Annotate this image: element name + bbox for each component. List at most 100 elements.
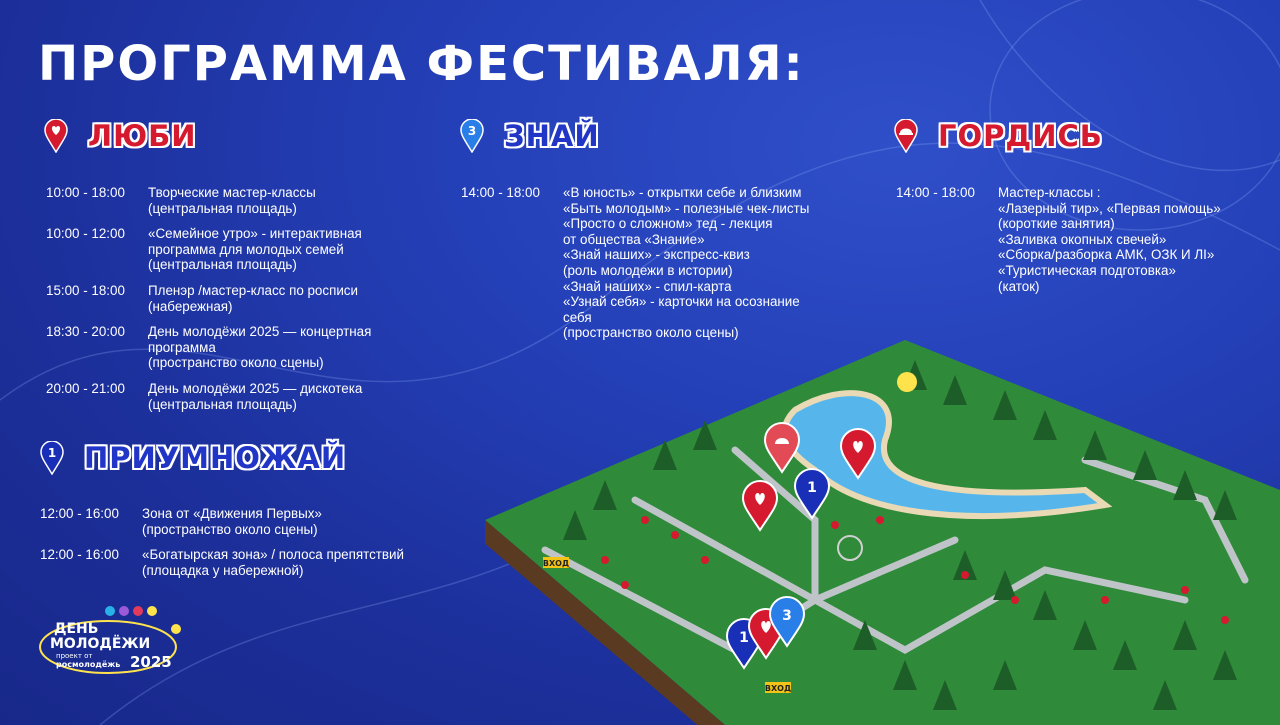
logo-year: 2025 bbox=[130, 653, 172, 671]
map-pin-heart bbox=[839, 428, 877, 480]
event-line: (роль молодежи в истории) bbox=[563, 262, 733, 278]
schedule-row: 14:00 - 18:00 Мастер-классы : «Лазерный … bbox=[896, 185, 1221, 294]
time-range: 12:00 - 16:00 bbox=[40, 547, 119, 563]
event-line: (площадка у набережной) bbox=[142, 562, 304, 578]
event-line: Мастер-классы : bbox=[998, 185, 1101, 200]
map-pin-one: 1 bbox=[793, 468, 831, 520]
event-line: «Быть молодым» - полезные чек-листы bbox=[563, 200, 810, 216]
map-pin-helmet bbox=[763, 422, 801, 474]
event-line: от общества «Знание» bbox=[563, 231, 705, 247]
helmet-pin-icon bbox=[894, 119, 918, 153]
event-line: (короткие занятия) bbox=[998, 216, 1115, 232]
map-pin-three: 3 bbox=[768, 596, 806, 648]
schedule-row: 12:00 - 16:00 Зона от «Движения Первых» … bbox=[40, 506, 404, 537]
schedule-row: 10:00 - 18:00 Творческие мастер-классы (… bbox=[46, 185, 371, 216]
event-line: (центральная площадь) bbox=[148, 257, 297, 273]
section-header-znai: 3 ЗНАЙ bbox=[460, 118, 608, 154]
entrance-sign bbox=[543, 557, 569, 568]
event-line: «В юность» - открытки себе и близким bbox=[563, 185, 802, 200]
event-line: Пленэр /мастер-класс по росписи bbox=[148, 282, 358, 298]
event-line: «Знай наших» - экспресс-квиз bbox=[563, 247, 750, 263]
event-description: День молодёжи 2025 — дискотека (централь… bbox=[148, 381, 362, 412]
time-range: 10:00 - 12:00 bbox=[46, 226, 125, 242]
event-description: «В юность» - открытки себе и близким «Бы… bbox=[563, 185, 809, 341]
event-line: «Знай наших» - спил-карта bbox=[563, 278, 732, 294]
trees bbox=[563, 360, 1237, 710]
event-line: «Узнай себя» - карточки на осознание bbox=[563, 294, 800, 310]
section-header-lyubi: ЛЮБИ bbox=[44, 118, 205, 154]
event-description: Зона от «Движения Первых» (пространство … bbox=[142, 506, 322, 537]
time-range: 15:00 - 18:00 bbox=[46, 282, 125, 298]
event-line: «Семейное утро» - интерактивная bbox=[148, 226, 362, 242]
event-description: «Богатырская зона» / полоса препятствий … bbox=[142, 547, 404, 578]
number-one-pin-icon: 1 bbox=[40, 441, 64, 475]
schedule-row: 14:00 - 18:00 «В юность» - открытки себе… bbox=[461, 185, 809, 341]
logo-line2: МОЛОДЁЖИ bbox=[50, 635, 150, 652]
park-map: 1 1 3 ВХОД ВХОД bbox=[485, 340, 1280, 725]
schedule-gordis: 14:00 - 18:00 Мастер-классы : «Лазерный … bbox=[896, 185, 1221, 304]
svg-text:3: 3 bbox=[468, 124, 476, 138]
event-line: Зона от «Движения Первых» bbox=[142, 506, 322, 521]
event-line: (пространство около сцены) bbox=[563, 325, 739, 341]
event-line: (каток) bbox=[998, 278, 1040, 294]
svg-text:3: 3 bbox=[782, 608, 792, 624]
event-line: (пространство около сцены) bbox=[148, 355, 324, 371]
svg-text:1: 1 bbox=[739, 630, 749, 646]
event-line: программа bbox=[148, 339, 216, 355]
map-pin-heart bbox=[741, 480, 779, 532]
sun-icon bbox=[897, 372, 917, 392]
event-line: День молодёжи 2025 — концертная bbox=[148, 324, 372, 340]
section-label: ПРИУМНОЖАЙ bbox=[84, 441, 347, 475]
event-line: «Богатырская зона» / полоса препятствий bbox=[142, 547, 404, 563]
schedule-lyubi: 10:00 - 18:00 Творческие мастер-классы (… bbox=[46, 185, 371, 422]
schedule-row: 20:00 - 21:00 День молодёжи 2025 — диско… bbox=[46, 381, 371, 412]
time-range: 14:00 - 18:00 bbox=[896, 185, 975, 200]
event-line: «Сборка/разборка АМК, ОЗК И ЛI» bbox=[998, 247, 1215, 263]
time-range: 14:00 - 18:00 bbox=[461, 185, 540, 200]
section-header-gordis: ГОРДИСЬ bbox=[894, 118, 1111, 154]
event-description: День молодёжи 2025 — концертная программ… bbox=[148, 324, 371, 371]
event-line: (центральная площадь) bbox=[148, 200, 297, 216]
event-line: (центральная площадь) bbox=[148, 396, 297, 412]
logo-line4: росмолодёжь bbox=[56, 660, 120, 669]
event-description: Пленэр /мастер-класс по росписи (набереж… bbox=[148, 283, 358, 314]
section-label: ЗНАЙ bbox=[504, 119, 600, 153]
time-range: 20:00 - 21:00 bbox=[46, 380, 125, 396]
schedule-znai: 14:00 - 18:00 «В юность» - открытки себе… bbox=[461, 185, 809, 351]
event-line: (пространство около сцены) bbox=[142, 521, 318, 537]
event-line: «Туристическая подготовка» bbox=[998, 262, 1176, 278]
section-label: ЛЮБИ bbox=[88, 119, 197, 153]
event-line: себя bbox=[563, 309, 592, 325]
schedule-row: 15:00 - 18:00 Пленэр /мастер-класс по ро… bbox=[46, 283, 371, 314]
entrance-sign bbox=[765, 682, 791, 693]
logo-line3: проект от bbox=[56, 652, 93, 660]
ferris-wheel bbox=[837, 535, 863, 561]
heart-pin-icon bbox=[44, 119, 68, 153]
event-description: «Семейное утро» - интерактивная программ… bbox=[148, 226, 362, 273]
number-three-pin-icon: 3 bbox=[460, 119, 484, 153]
event-line: Творческие мастер-классы bbox=[148, 185, 316, 200]
event-line: программа для молодых семей bbox=[148, 241, 344, 257]
svg-text:1: 1 bbox=[807, 480, 817, 496]
schedule-row: 18:30 - 20:00 День молодёжи 2025 — конце… bbox=[46, 324, 371, 371]
event-line: «Лазерный тир», «Первая помощь» bbox=[998, 200, 1221, 216]
page-title: ПРОГРАММА ФЕСТИВАЛЯ: bbox=[38, 36, 805, 92]
time-range: 18:30 - 20:00 bbox=[46, 324, 125, 340]
section-label: ГОРДИСЬ bbox=[938, 119, 1103, 153]
time-range: 12:00 - 16:00 bbox=[40, 506, 119, 521]
festival-logo: ДЕНЬ МОЛОДЁЖИ проект от росмолодёжь 2025 bbox=[39, 606, 181, 674]
entrance-label: ВХОД bbox=[765, 684, 791, 693]
event-line: (набережная) bbox=[148, 298, 233, 314]
schedule-row: 12:00 - 16:00 «Богатырская зона» / полос… bbox=[40, 547, 404, 578]
svg-text:1: 1 bbox=[48, 446, 56, 460]
time-range: 10:00 - 18:00 bbox=[46, 185, 125, 200]
event-line: День молодёжи 2025 — дискотека bbox=[148, 380, 363, 396]
schedule-row: 10:00 - 12:00 «Семейное утро» - интеракт… bbox=[46, 226, 371, 273]
logo-line1: ДЕНЬ bbox=[54, 621, 98, 637]
event-line: «Заливка окопных свечей» bbox=[998, 231, 1167, 247]
event-description: Творческие мастер-классы (центральная пл… bbox=[148, 185, 316, 216]
event-description: Мастер-классы : «Лазерный тир», «Первая … bbox=[998, 185, 1221, 294]
map-markers bbox=[601, 516, 1229, 624]
section-header-priumnozhai: 1 ПРИУМНОЖАЙ bbox=[40, 440, 354, 476]
schedule-priumnozhai: 12:00 - 16:00 Зона от «Движения Первых» … bbox=[40, 506, 404, 588]
